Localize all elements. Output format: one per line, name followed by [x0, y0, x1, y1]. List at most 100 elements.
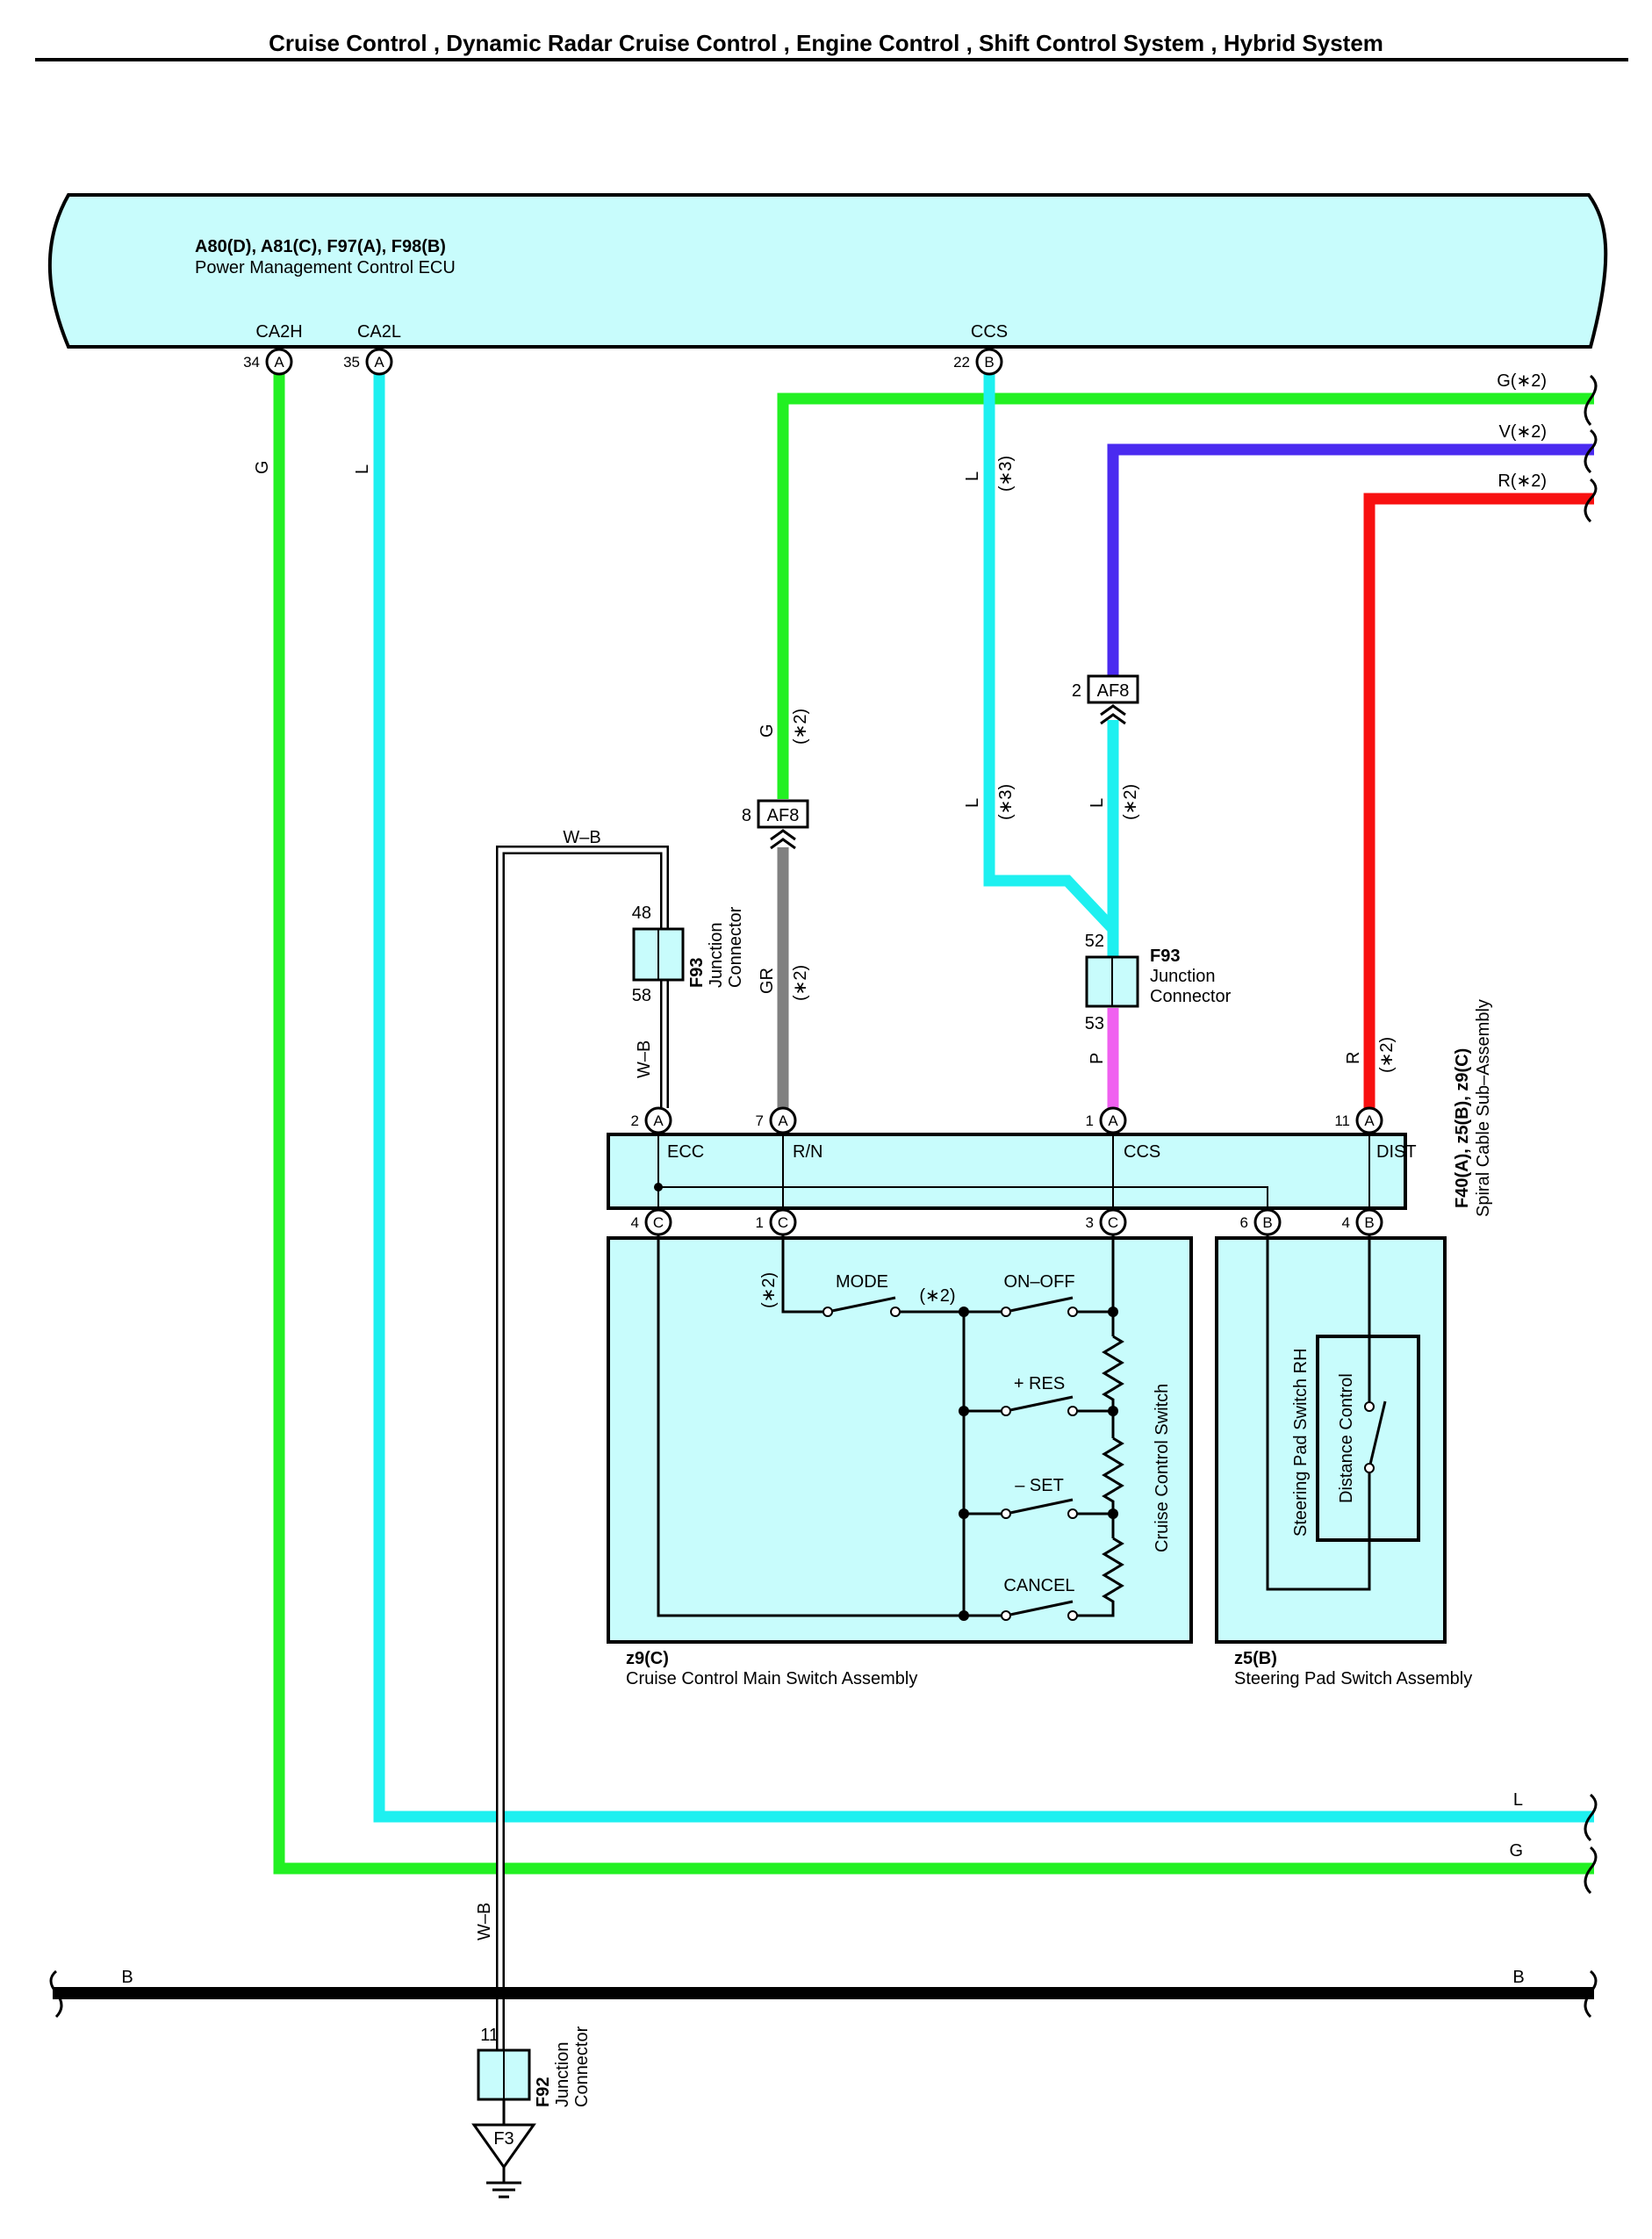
spiral-pin-3c: C 3: [1086, 1208, 1127, 1236]
label-l-ca2l: L: [353, 464, 372, 474]
switch-contacts: [822, 1307, 1078, 1621]
svg-text:Junction: Junction: [707, 923, 726, 989]
svg-text:Junction: Junction: [1150, 967, 1216, 986]
label-l-ccs-note: (∗3): [996, 456, 1016, 492]
label-g-af8-note: (∗2): [791, 709, 810, 745]
connector-f93-right: 52 53 F93 Junction Connector: [1085, 932, 1232, 1033]
ecu-code: A80(D), A81(C), F97(A), F98(B): [195, 237, 446, 256]
distance-control-label: Distance Control: [1337, 1373, 1356, 1503]
label-g-af8: G: [758, 724, 777, 738]
label-r2: R(∗2): [1498, 472, 1547, 491]
spiral-pin-11a: A 11: [1334, 1106, 1383, 1134]
svg-text:F92: F92: [534, 2077, 553, 2107]
spiral-pin-2a: A 2: [631, 1106, 672, 1134]
main-switch-circuit: [657, 1235, 1124, 1617]
svg-text:B: B: [1364, 1214, 1374, 1231]
wire-r2: [1363, 493, 1594, 1108]
spiral-pin-4b: B 4: [1342, 1208, 1383, 1236]
main-switch-name: Cruise Control Main Switch Assembly: [626, 1669, 917, 1688]
main-switch-box: [607, 1236, 1193, 1644]
svg-text:11: 11: [1334, 1112, 1350, 1129]
svg-text:F93: F93: [1150, 947, 1180, 966]
svg-text:48: 48: [632, 904, 651, 923]
pad-switch-name: Steering Pad Switch Assembly: [1234, 1669, 1472, 1688]
svg-text:B: B: [984, 354, 994, 371]
connector-f93-left: 48 58 F93 Junction Connector: [632, 904, 745, 1005]
svg-text:F3: F3: [493, 2129, 514, 2149]
svg-text:11: 11: [480, 2026, 499, 2045]
label-g2: G(∗2): [1497, 371, 1547, 391]
ecu-pin-34: A 34: [243, 348, 293, 376]
label-l-ccs2: L: [963, 798, 982, 808]
svg-text:C: C: [1108, 1214, 1118, 1231]
svg-text:53: 53: [1085, 1014, 1104, 1033]
switch-res-label: + RES: [1014, 1374, 1065, 1393]
svg-text:35: 35: [343, 354, 360, 371]
svg-text:Connector: Connector: [572, 2026, 592, 2107]
pad-contacts: [1364, 1401, 1375, 1473]
label-r: R: [1344, 1052, 1363, 1064]
svg-text:6: 6: [1240, 1214, 1248, 1231]
connector-af8-right: AF8 2: [1072, 674, 1139, 725]
label-l-ccs2-note: (∗3): [996, 784, 1016, 820]
pad-switch-label: Steering Pad Switch RH: [1291, 1348, 1311, 1537]
svg-text:A: A: [653, 1112, 664, 1129]
svg-text:1: 1: [756, 1214, 764, 1231]
label-r-note: (∗2): [1377, 1037, 1397, 1073]
svg-text:C: C: [653, 1214, 664, 1231]
svg-text:A: A: [374, 354, 384, 371]
switch-mode-label: MODE: [836, 1272, 888, 1292]
label-l-af8-note: (∗2): [1121, 784, 1140, 820]
spiral-label-ccs: CCS: [1124, 1142, 1160, 1162]
spiral-pin-1a: A 1: [1086, 1106, 1127, 1134]
cruise-control-switch-label: Cruise Control Switch: [1153, 1384, 1172, 1552]
main-switch-code: z9(C): [626, 1649, 669, 1668]
ecu-terminal-ca2h: CA2H: [255, 322, 302, 342]
svg-text:Connector: Connector: [726, 906, 745, 988]
svg-text:A: A: [1364, 1112, 1375, 1129]
svg-text:8: 8: [742, 806, 751, 825]
label-gr: GR: [758, 968, 777, 994]
spiral-name: Spiral Cable Sub–Assembly: [1474, 999, 1493, 1217]
ecu-block: [47, 193, 1608, 349]
svg-text:A: A: [274, 354, 284, 371]
label-g-ca2h: G: [253, 460, 272, 474]
ecu-terminal-ca2l: CA2L: [357, 322, 401, 342]
label-b-left: B: [121, 1968, 133, 1987]
switch-cancel-label: CANCEL: [1003, 1576, 1074, 1595]
svg-text:3: 3: [1086, 1214, 1094, 1231]
label-v2: V(∗2): [1498, 422, 1547, 442]
svg-text:22: 22: [953, 354, 970, 371]
svg-text:F93: F93: [687, 958, 707, 988]
pad-switch-box: [1215, 1236, 1447, 1644]
ground-icon: F3: [471, 2099, 536, 2199]
label-p: P: [1088, 1053, 1107, 1064]
ecu-pin-35: A 35: [343, 348, 393, 376]
svg-text:4: 4: [1342, 1214, 1350, 1231]
switch-rn-note: (∗2): [759, 1272, 779, 1308]
switch-set-label: – SET: [1015, 1476, 1064, 1495]
break-mark-left: [49, 1969, 63, 2019]
svg-text:4: 4: [631, 1214, 639, 1231]
break-marks-right: [1584, 374, 1598, 2019]
svg-text:A: A: [778, 1112, 788, 1129]
pad-switch-code: z5(B): [1234, 1649, 1277, 1668]
spiral-label-dist: DIST: [1376, 1142, 1417, 1162]
svg-text:7: 7: [756, 1112, 764, 1129]
spiral-pin-7a: A 7: [756, 1106, 797, 1134]
svg-text:Junction: Junction: [553, 2042, 572, 2108]
label-wb-top: W–B: [563, 828, 600, 847]
svg-text:2: 2: [1072, 681, 1081, 701]
spiral-pin-1c: C 1: [756, 1208, 797, 1236]
switch-onoff-label: ON–OFF: [1003, 1272, 1074, 1292]
ecu-terminal-ccs: CCS: [971, 322, 1008, 342]
label-l-bottom: L: [1513, 1790, 1523, 1810]
label-wb-mid: W–B: [635, 1040, 654, 1078]
svg-text:58: 58: [632, 986, 651, 1005]
svg-text:2: 2: [631, 1112, 639, 1129]
page-title: Cruise Control , Dynamic Radar Cruise Co…: [269, 30, 1383, 56]
spiral-pin-6b: B 6: [1240, 1208, 1282, 1236]
svg-text:AF8: AF8: [767, 806, 800, 825]
wire-l-ca2l: [373, 362, 1594, 1823]
